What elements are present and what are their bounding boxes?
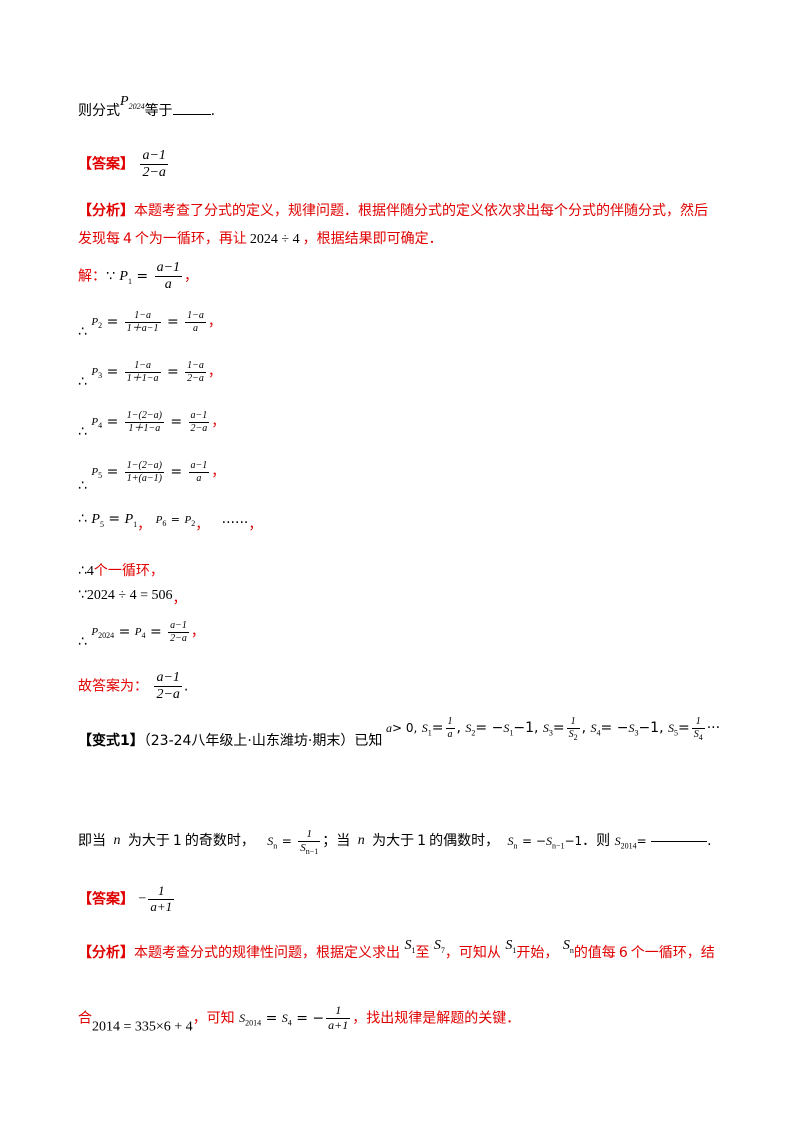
solution-line-cycle: ∴ P5 = P1， P6 = P2， ......，: [78, 511, 263, 533]
variant-heading: 【变式1】（23-24八年级上·山东潍坊·期末）已知: [78, 734, 382, 748]
solution-line-division: ∵2024 ÷ 4 = 506，: [78, 587, 187, 607]
question-prefix: 则分式: [78, 103, 120, 119]
analysis-line-1: 【分析】本题考查了分式的定义，规律问题．根据伴随分式的定义依次求出每个分式的伴随…: [78, 204, 708, 218]
analysis-label: 【分析】: [78, 203, 134, 219]
p2024-symbol: P2024: [120, 94, 145, 111]
variant-source: （23-24八年级上·山东潍坊·期末）已知: [143, 733, 383, 749]
answer-label: 【答案】: [78, 156, 134, 173]
analysis-text: 本题考查了分式的定义，规律问题．根据伴随分式的定义依次求出每个分式的伴随分式，然…: [134, 203, 708, 219]
answer-blank: [172, 113, 211, 115]
question-suffix: 等于: [144, 103, 173, 119]
variant-label: 【变式1】: [78, 733, 144, 749]
answer-blank-2: [651, 840, 708, 843]
analysis2-line-1: 【分析】本题考查分式的规律性问题，根据定义求出 S1至 S7，可知从 S1开始，…: [78, 938, 715, 961]
solution-line-4cycle: ∴4个一循环，: [78, 563, 164, 579]
question-line: 则分式P2024等于.: [78, 94, 216, 119]
